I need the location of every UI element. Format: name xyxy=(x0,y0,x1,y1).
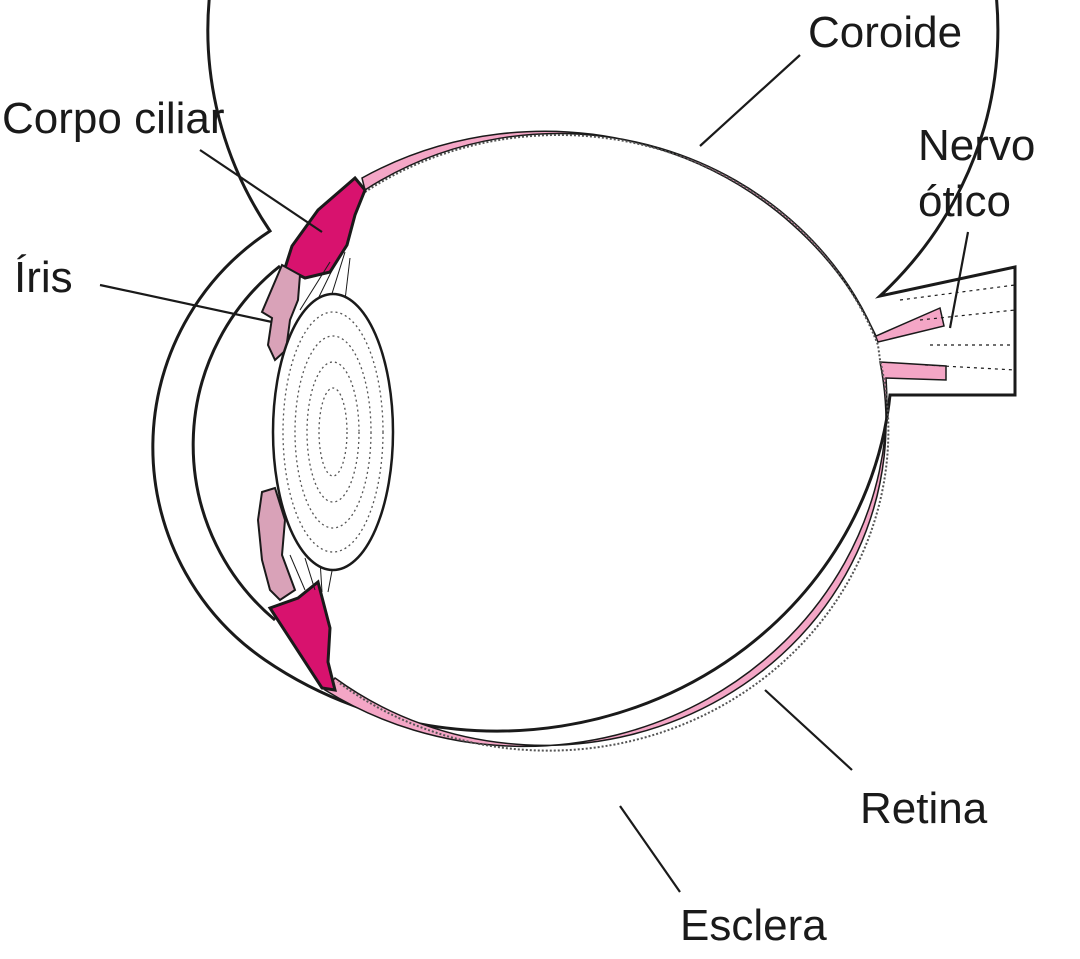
leader-nervo xyxy=(948,231,970,329)
cornea xyxy=(191,264,281,622)
iris-lower xyxy=(256,486,297,602)
choroid xyxy=(361,130,945,343)
label-nervo-line1: Nervo xyxy=(918,121,1035,170)
label-corpo-ciliar: Corpo ciliar xyxy=(2,94,225,143)
label-coroide: Coroide xyxy=(808,8,962,57)
label-iris: Íris xyxy=(14,253,73,302)
leader-coroide xyxy=(699,54,801,147)
ciliary-body-lower xyxy=(267,579,338,692)
leader-iris xyxy=(99,283,273,324)
leader-retina xyxy=(764,689,853,771)
retina-edge xyxy=(337,134,890,752)
lens xyxy=(271,292,395,572)
iris-upper xyxy=(260,263,302,362)
leader-esclera xyxy=(619,805,681,893)
label-esclera: Esclera xyxy=(680,901,827,950)
label-retina: Retina xyxy=(860,784,988,833)
label-nervo-line2: ótico xyxy=(918,177,1011,226)
lens-nucleus xyxy=(282,311,384,553)
leader-corpo-ciliar xyxy=(199,149,323,233)
ciliary-body-upper xyxy=(283,175,367,280)
